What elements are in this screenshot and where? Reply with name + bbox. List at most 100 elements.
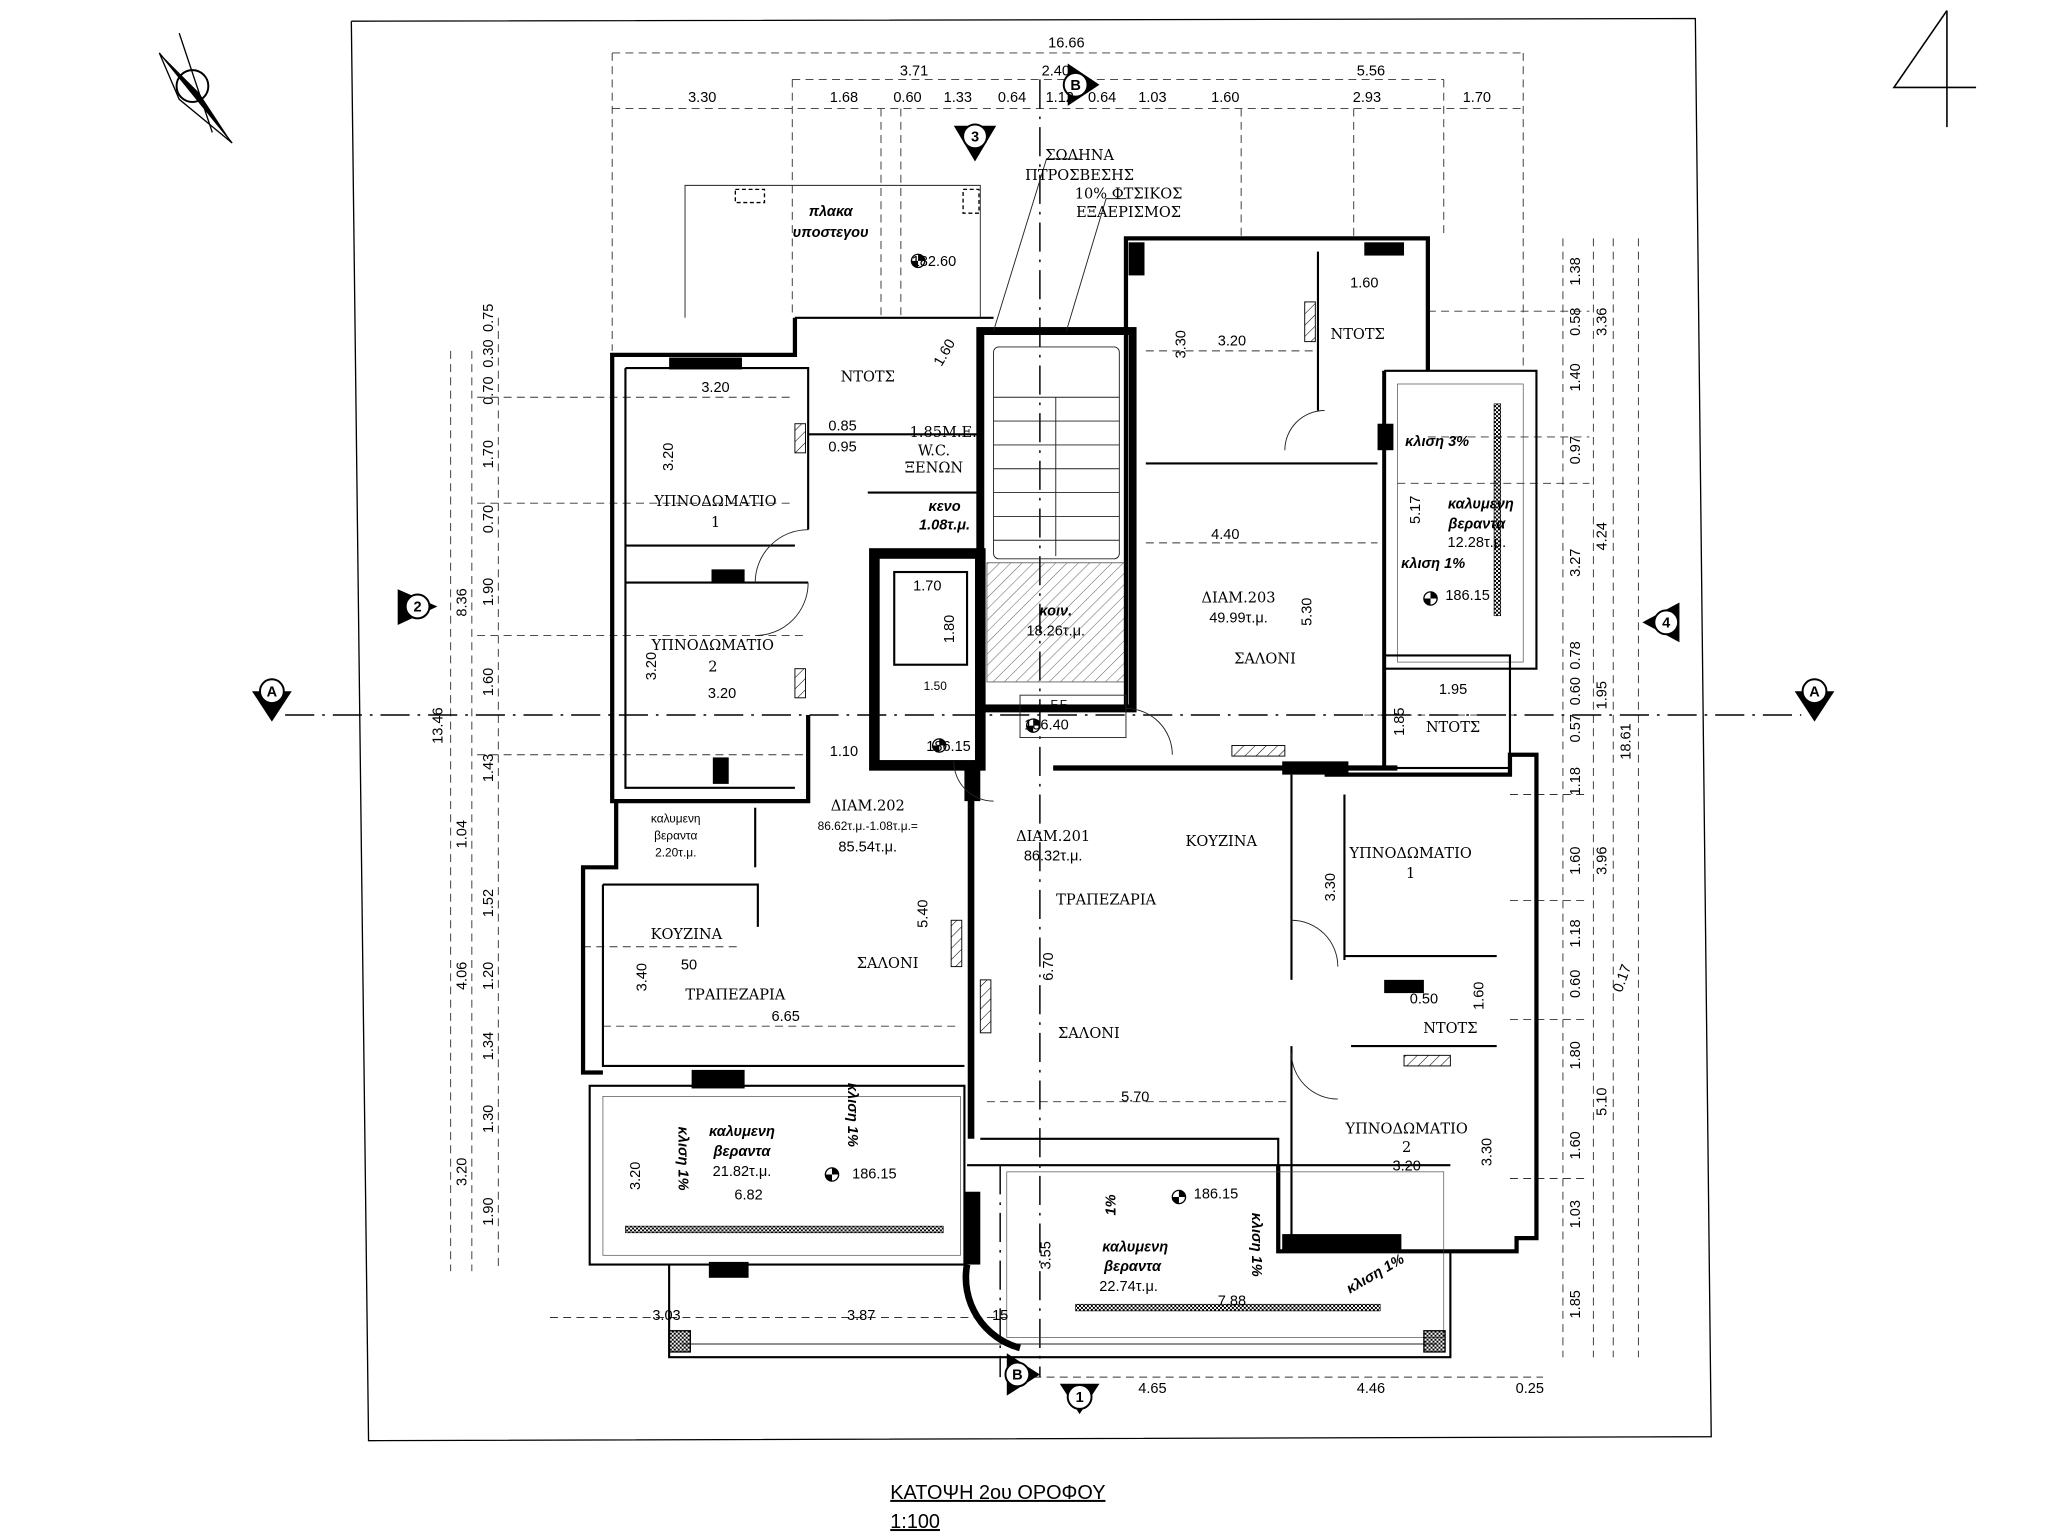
apartment-area: 49.99τ.μ. [1209, 610, 1268, 626]
dim-top-chain: 3.30 [688, 90, 716, 106]
dim-label: 5.40 [915, 899, 931, 927]
room-name: ΚΟΥΖΙΝΑ [651, 926, 723, 943]
room-name: W.C. [918, 443, 950, 460]
dim-right-chain: 0.60 [1568, 677, 1584, 705]
dim-label: 6.82 [734, 1188, 762, 1204]
dim-left-chain: 1.52 [481, 889, 497, 917]
slope-label: κλιση 1% [1248, 1213, 1264, 1277]
apartment-area: 85.54τ.μ. [838, 839, 897, 855]
axis-4-bubble [1642, 602, 1680, 643]
dim-right-chain: 1.18 [1568, 919, 1584, 947]
dim-label: 6.70 [1041, 952, 1057, 980]
room-name: ΣΑΛΟΝΙ [1058, 1025, 1120, 1042]
elevation-label: 182.60 [912, 254, 956, 270]
room-name: ΥΠΝΟΔΩΜΑΤΙΟ [651, 637, 774, 654]
dim-right-total: 5.10 [1595, 1088, 1611, 1116]
dim-top-chain: 1.60 [1211, 90, 1239, 106]
dim-label: 5.70 [1121, 1090, 1149, 1106]
dim-label: 5.17 [1408, 496, 1424, 524]
dim-label: 3.40 [635, 963, 651, 991]
dim-right-chain: 0.97 [1568, 436, 1584, 464]
dim-bottom: 7.88 [1218, 1294, 1246, 1310]
dim-right-chain: 0.60 [1568, 970, 1584, 998]
dim-label: 1.85 [1392, 707, 1408, 735]
dim-top: 5.56 [1357, 63, 1385, 79]
slope-label: κλιση 1% [1344, 1251, 1407, 1297]
dim-label: 1.10 [830, 744, 858, 760]
dim-right-chain: 1.40 [1568, 363, 1584, 391]
dim-label: 1.60 [1350, 275, 1378, 291]
dim-right-total: 3.36 [1595, 308, 1611, 336]
dim-left-chain: 1.30 [481, 1105, 497, 1133]
note-slab: υποστεγου [793, 225, 869, 241]
dim-right-chain: 1.80 [1568, 1041, 1584, 1069]
room-area: 18.26τ.μ. [1026, 624, 1085, 640]
dim-label: 3.20 [1218, 334, 1246, 350]
axis-label-a: A [267, 684, 278, 700]
dim-top-chain: 0.64 [998, 90, 1026, 106]
note-pipe: ΠΤΡΟΣΒΕΣΗΣ [1025, 167, 1134, 184]
veranda-label: βεραντα [1103, 1259, 1162, 1275]
axis-b-top-bubble [1062, 63, 1100, 106]
elevation-label: 186.40 [1024, 718, 1068, 734]
dim-label: 3.55 [1038, 1241, 1054, 1269]
note-vent: ΕΞΑΕΡΙΣΜΟΣ [1076, 204, 1181, 221]
room-name: 1.85Μ.Ε. [910, 424, 977, 441]
veranda-area: 2.20τ.μ. [655, 846, 696, 860]
axis-b-bottom-bubble [1004, 1353, 1040, 1396]
dim-left-chain: 0.30 [481, 339, 497, 367]
dim-label: 3.20 [701, 380, 729, 396]
roof-slab-outline [684, 184, 981, 318]
veranda-label: καλυμενη [1448, 496, 1514, 512]
room-name: ΝΤΟΤΣ [841, 368, 895, 385]
axis-label-2: 2 [413, 600, 421, 616]
dim-left-chain: 1.70 [481, 440, 497, 468]
veranda-area: 12.28τ.μ. [1448, 535, 1507, 551]
dim-label: 3.20 [644, 652, 660, 680]
dim-top-chain: 0.64 [1088, 90, 1116, 106]
dim-top-chain: 2.93 [1353, 90, 1381, 106]
dim-label: 3.20 [661, 443, 677, 471]
dim-left-chain: 1.04 [455, 820, 471, 848]
dim-right-chain: 0.58 [1568, 308, 1584, 336]
dim-right-chain: 0.78 [1568, 641, 1584, 669]
grid-bubbles [252, 63, 1835, 1415]
dim-right-chain: 0.57 [1568, 714, 1584, 742]
dim-label: 1.70 [913, 579, 941, 595]
dim-label: 0.95 [828, 440, 856, 456]
dim-label: 0.50 [1410, 992, 1438, 1008]
drawing-title: ΚΑΤΟΨΗ 2ου ΟΡΟΦΟΥ 1:100 [890, 1482, 1105, 1533]
axis-3-bubble [953, 123, 997, 162]
veranda-label: καλυμενη [651, 811, 701, 825]
room-name: ΝΤΟΤΣ [1426, 719, 1480, 736]
dim-right-total: 1.95 [1595, 681, 1611, 709]
veranda-label: καλυμενη [709, 1124, 775, 1140]
veranda-label: βεραντα [1447, 516, 1506, 532]
dim-label: 50 [681, 957, 697, 973]
dim-right-total: 0.17 [1610, 962, 1635, 994]
void-area: 1.08τ.μ. [919, 518, 970, 534]
apartment-name: ΔΙΑΜ.203 [1201, 589, 1275, 606]
room-name: κοιν. [1039, 604, 1072, 620]
sheet-number-mark [1892, 10, 1977, 128]
dim-left-total: 3.20 [455, 1158, 471, 1186]
dim-bottom: 4.65 [1138, 1381, 1166, 1397]
note-leaders [993, 158, 1126, 332]
room-name: ΚΟΥΖΙΝΑ [1186, 833, 1258, 850]
dim-overall-width: 16.66 [1048, 36, 1084, 52]
dim-top-chain: 1.03 [1138, 90, 1166, 106]
slope-label: κλιση 1% [674, 1127, 690, 1191]
room-name: ΥΠΝΟΔΩΜΑΤΙΟ [1348, 845, 1471, 862]
note-pipe: ΣΩΛΗΝΑ [1045, 147, 1114, 164]
dim-top-chain: 1.70 [1463, 90, 1491, 106]
dim-left-chain: 1.34 [481, 1032, 497, 1060]
dim-top: 3.71 [900, 63, 928, 79]
dim-right-chain: 1.60 [1568, 847, 1584, 875]
elevation-label: 186.15 [1194, 1186, 1239, 1202]
dim-right-total: 3.96 [1595, 847, 1611, 875]
veranda-label: βεραντα [713, 1144, 772, 1160]
slope-label: 1% [1103, 1194, 1119, 1215]
dim-top-chain: 0.60 [893, 90, 921, 106]
axis-label-4: 4 [1662, 616, 1671, 632]
